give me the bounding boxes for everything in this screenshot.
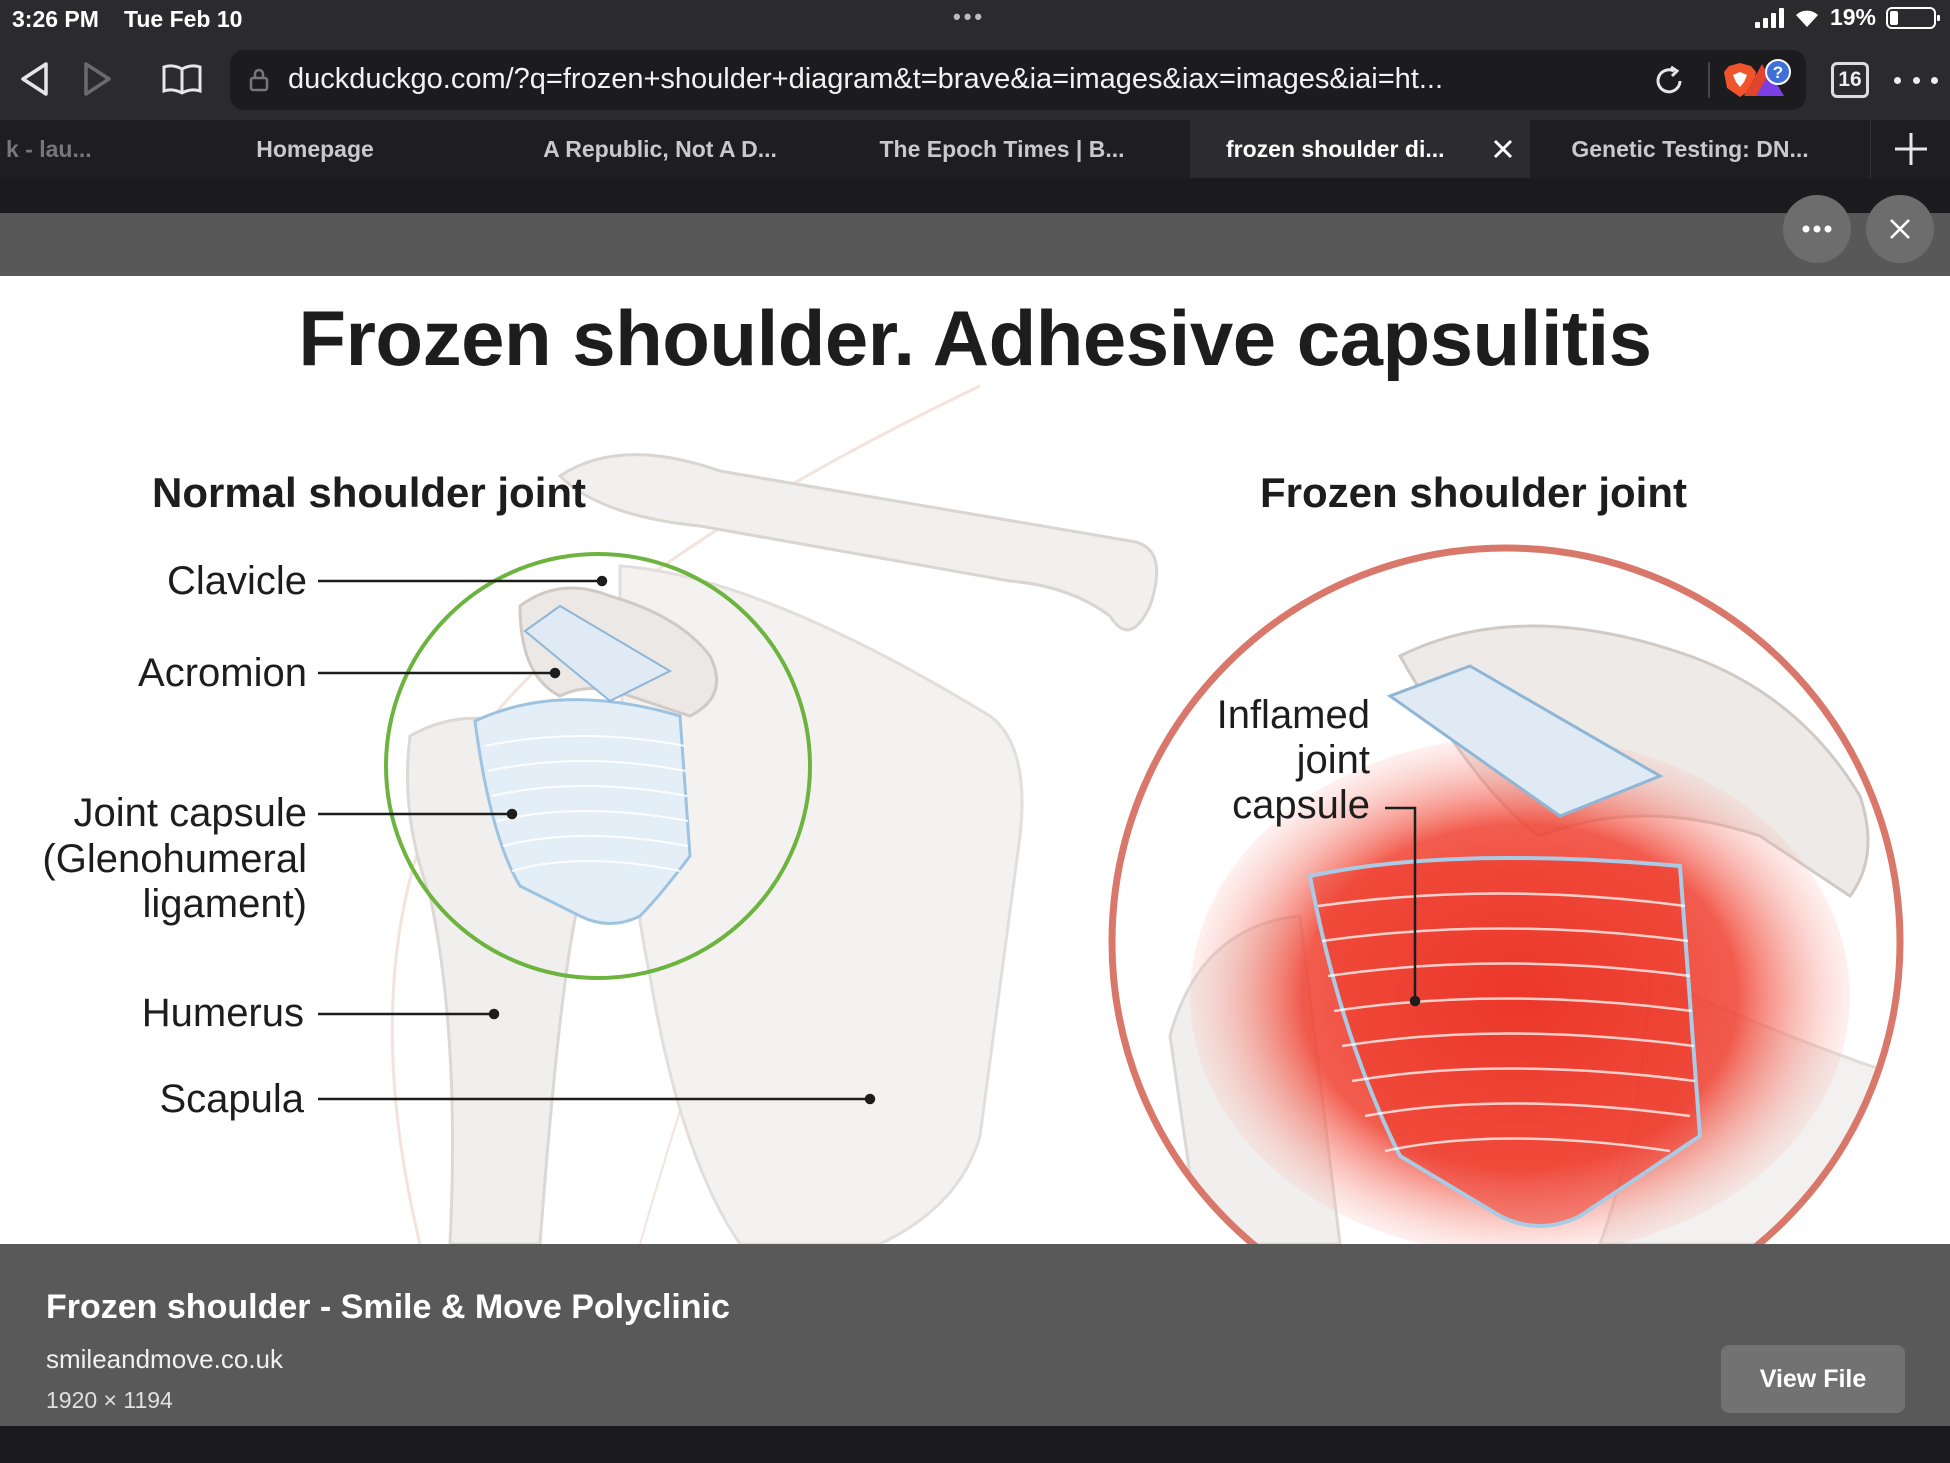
plus-icon [1894, 133, 1927, 165]
brave-rewards-icon[interactable]: ? [1740, 56, 1794, 102]
ligament-frozen [1386, 664, 1664, 818]
image-info-panel: Frozen shoulder - Smile & Move Polyclini… [0, 1244, 1950, 1426]
normal-joint-ring [384, 552, 812, 980]
back-arrow-icon [21, 62, 48, 96]
status-bar: 3:26 PM Tue Feb 10 ••• 19% [0, 0, 1950, 40]
label-humerus: Humerus [141, 991, 304, 1035]
battery-level [1890, 10, 1898, 25]
tab-item[interactable]: Genetic Testing: DN... [1571, 136, 1809, 162]
label-joint-capsule-3: ligament) [142, 882, 307, 926]
book-icon [162, 64, 202, 95]
tab-bar: k - lau... Homepage A Republic, Not A D.… [0, 120, 1950, 178]
status-date: Tue Feb 10 [124, 6, 243, 32]
result-domain[interactable]: smileandmove.co.uk [46, 1344, 283, 1374]
label-acromion: Acromion [138, 651, 307, 695]
label-inflamed-2: joint [1296, 738, 1370, 782]
result-dimensions: 1920 × 1194 [46, 1387, 173, 1413]
wifi-icon [1795, 10, 1818, 27]
clavicle-bone [557, 453, 1159, 632]
label-clavicle: Clavicle [166, 559, 307, 603]
frozen-joint-ring [1108, 544, 1904, 1244]
label-joint-capsule-2: (Glenohumeral [42, 837, 307, 881]
tab-item[interactable]: A Republic, Not A D... [543, 136, 777, 162]
back-button[interactable] [12, 56, 58, 102]
image-viewer-bar [0, 213, 1950, 276]
multitasking-dots[interactable]: ••• [953, 4, 986, 29]
lock-icon [249, 68, 269, 92]
tab-item[interactable]: k - lau... [6, 136, 92, 162]
tab-item[interactable]: The Epoch Times | B... [879, 136, 1125, 162]
view-file-button[interactable]: View File [1721, 1345, 1905, 1413]
status-time: 3:26 PM [12, 6, 99, 32]
svg-text:?: ? [1773, 63, 1783, 82]
browser-toolbar: duckduckgo.com/?q=frozen+shoulder+diagra… [0, 40, 1950, 120]
close-icon [1890, 219, 1910, 239]
close-tab-icon[interactable] [1492, 138, 1514, 160]
url-text[interactable]: duckduckgo.com/?q=frozen+shoulder+diagra… [288, 63, 1444, 95]
viewer-close-button[interactable] [1866, 195, 1934, 263]
viewer-more-button[interactable] [1783, 195, 1851, 263]
search-result-image[interactable]: Frozen shoulder. Adhesive capsulitis Nor… [0, 276, 1950, 1244]
tab-item-active[interactable]: frozen shoulder di... [1190, 120, 1530, 178]
viewer-backdrop [0, 178, 1950, 213]
ligament-normal [523, 604, 673, 703]
brave-shields-icon[interactable] [1720, 60, 1760, 100]
new-tab-button[interactable] [1870, 120, 1950, 178]
battery-percent: 19% [1829, 4, 1876, 30]
ellipsis-icon [1802, 225, 1832, 233]
shoulder-diagram [318, 384, 1904, 1244]
status-indicators: 19% [1754, 4, 1940, 31]
tab-item[interactable]: Homepage [256, 136, 374, 162]
label-inflamed-1: Inflamed [1216, 693, 1370, 737]
more-menu-icon[interactable] [1894, 60, 1938, 100]
tab-count-button[interactable]: 16 [1831, 62, 1869, 98]
tab-label: frozen shoulder di... [1226, 136, 1445, 162]
bottom-backdrop [0, 1426, 1950, 1463]
joint-capsule-inflamed [1307, 856, 1703, 1228]
diagram-title: Frozen shoulder. Adhesive capsulitis [298, 294, 1652, 382]
label-inflamed-3: capsule [1232, 783, 1370, 827]
battery-icon [1886, 6, 1940, 29]
forward-arrow-icon [84, 62, 111, 96]
url-divider [1708, 62, 1710, 98]
bookmarks-button[interactable] [157, 56, 207, 102]
frozen-joint-heading: Frozen shoulder joint [1260, 469, 1687, 516]
forward-button[interactable] [74, 56, 120, 102]
url-field[interactable]: duckduckgo.com/?q=frozen+shoulder+diagra… [230, 50, 1806, 110]
result-title[interactable]: Frozen shoulder - Smile & Move Polyclini… [46, 1288, 730, 1326]
reload-icon[interactable] [1652, 64, 1686, 98]
cellular-signal-icon [1754, 7, 1784, 28]
label-joint-capsule-1: Joint capsule [73, 791, 307, 835]
label-scapula: Scapula [159, 1077, 304, 1121]
normal-joint-heading: Normal shoulder joint [152, 469, 587, 516]
